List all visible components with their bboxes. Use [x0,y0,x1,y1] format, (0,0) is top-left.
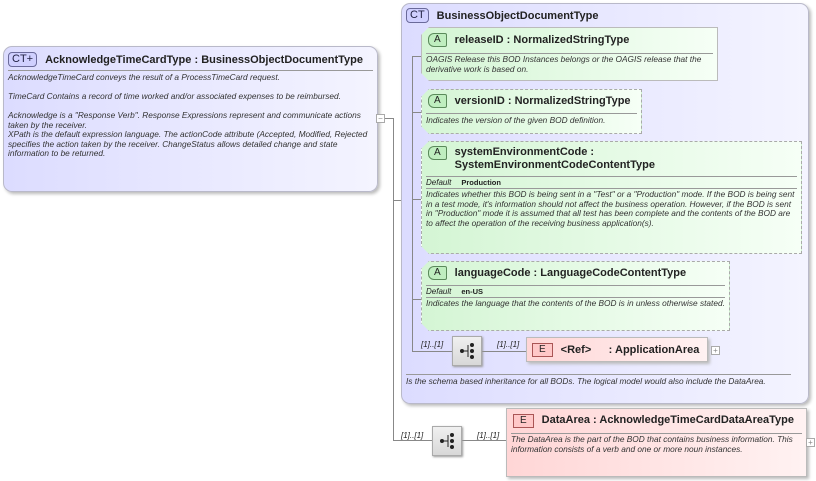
element-name: DataArea : AcknowledgeTimeCardDataAreaTy… [541,414,794,426]
element-cardinality: [1]..[1] [477,431,500,440]
default-label: Default [426,178,452,187]
attribute-badge: A [428,266,447,280]
attribute-doc: OAGIS Release this BOD Instances belongs… [426,54,702,74]
attribute-name: languageCode : LanguageCodeContentType [454,267,687,279]
complex-type-badge: CT [406,8,429,23]
bod-type-name: BusinessObjectDocumentType [436,9,599,22]
ref-label: <Ref> [560,343,592,356]
bod-documentation: Is the schema based inheritance for all … [406,376,766,386]
attribute-name: systemEnvironmentCode : SystemEnvironmen… [454,146,655,171]
complex-type-badge: CT+ [8,52,38,67]
element-name: : ApplicationArea [608,343,700,356]
default-value: en-US [461,287,484,296]
sequence-icon[interactable] [432,426,462,456]
element-doc: The DataArea is the part of the BOD that… [511,434,793,454]
expand-button[interactable]: + [711,346,720,355]
element-badge: E [513,414,534,428]
attribute-doc: Indicates the language that the contents… [426,298,725,308]
attribute-name: versionID : NormalizedStringType [454,95,631,107]
collapse-button[interactable]: − [376,114,385,123]
expand-button[interactable]: + [806,438,815,447]
attribute-doc: Indicates whether this BOD is being sent… [426,189,795,228]
sequence-cardinality: [1]..[1] [401,431,424,440]
sequence-cardinality: [1]..[1] [421,340,444,349]
element-data-area[interactable]: E DataArea : AcknowledgeTimeCardDataAreaT… [506,408,807,477]
attribute-name: releaseID : NormalizedStringType [454,34,630,46]
default-label: Default [426,287,452,296]
element-application-area[interactable]: E <Ref> : ApplicationArea [526,337,708,362]
default-value: Production [461,178,501,187]
element-badge: E [532,342,553,357]
type-name: AcknowledgeTimeCardType : BusinessObject… [45,53,363,66]
type-documentation: AcknowledgeTimeCard conveys the result o… [8,72,368,158]
sequence-icon[interactable] [452,336,482,366]
attribute-badge: A [428,33,447,47]
attribute-doc: Indicates the version of the given BOD d… [426,115,606,125]
attribute-badge: A [428,146,447,160]
attribute-badge: A [428,94,447,108]
main-complex-type[interactable]: CT+ AcknowledgeTimeCardType : BusinessOb… [3,46,378,192]
element-cardinality: [1]..[1] [497,340,520,349]
